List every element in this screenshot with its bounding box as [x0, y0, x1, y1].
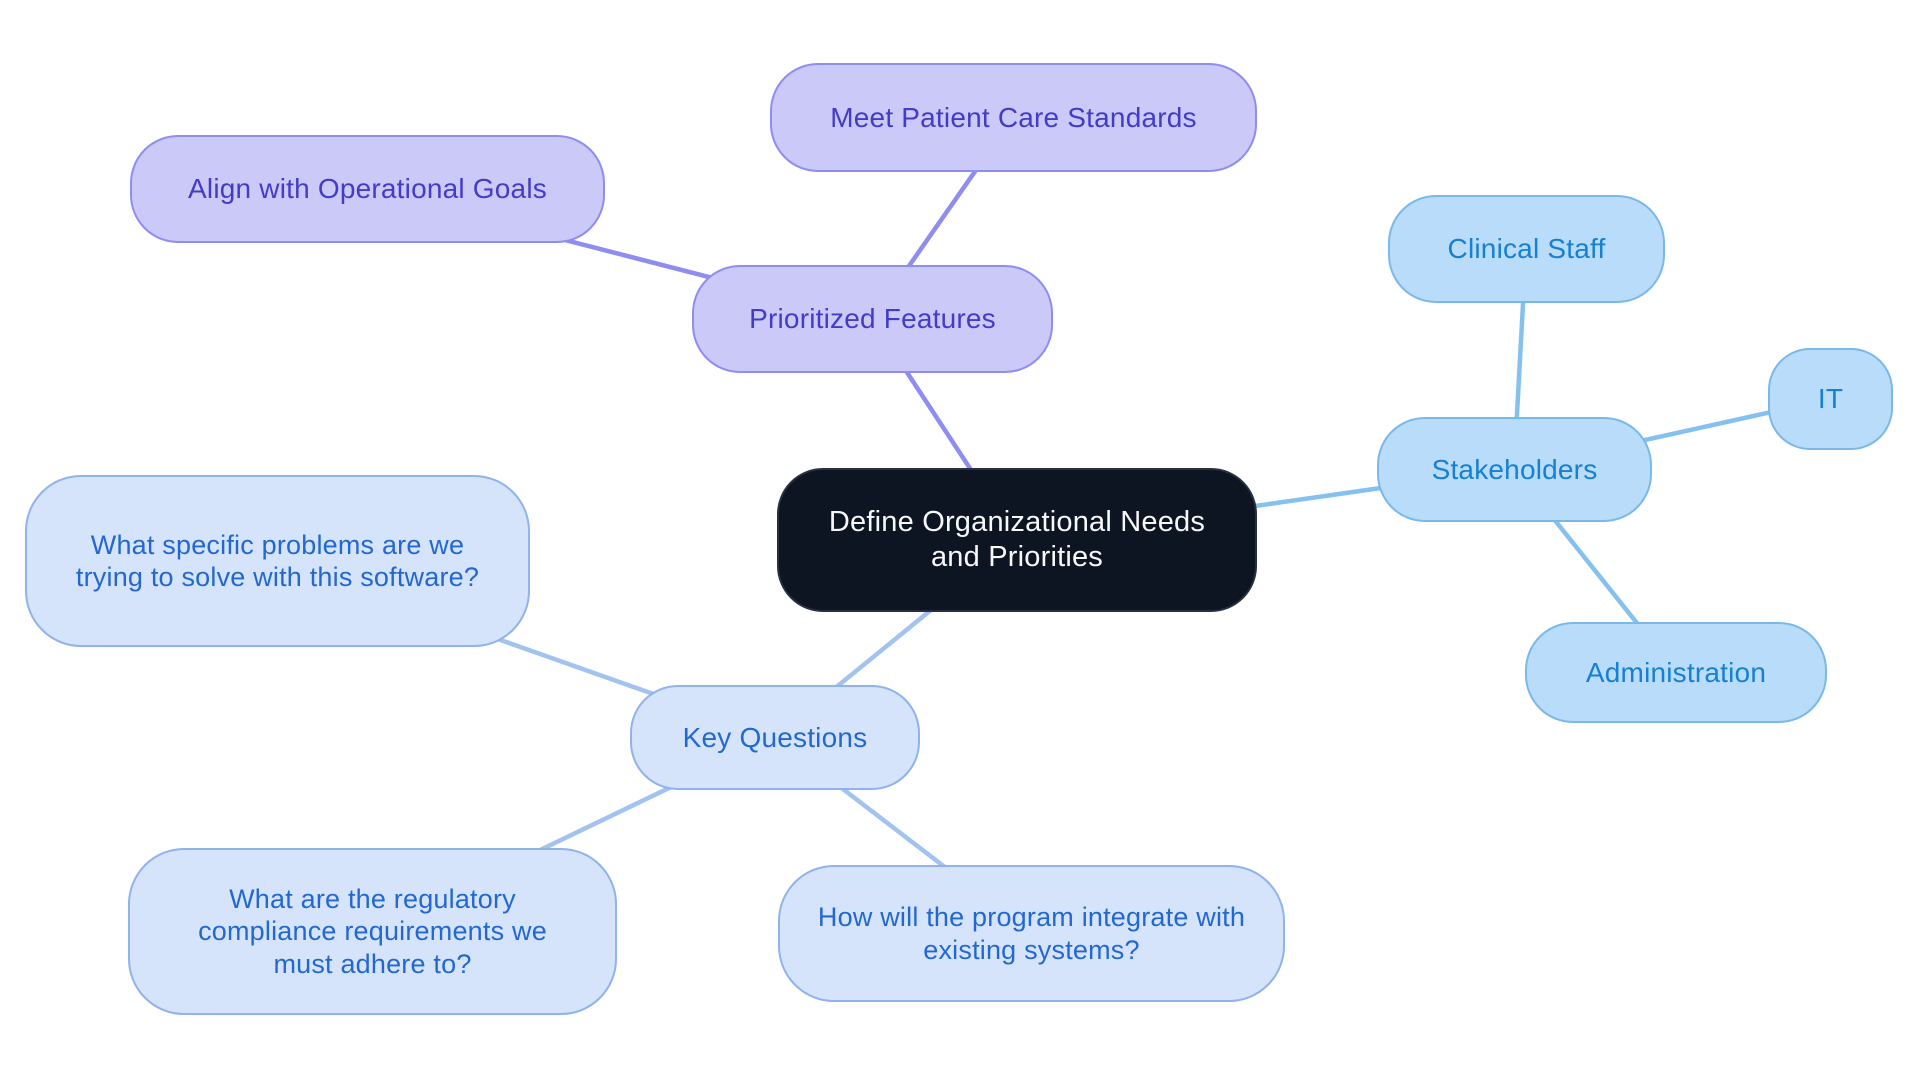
node-label: Prioritized Features	[749, 303, 996, 335]
node-it[interactable]: IT	[1768, 348, 1893, 450]
node-label: Align with Operational Goals	[188, 173, 547, 205]
node-label: Administration	[1585, 656, 1767, 688]
node-administration[interactable]: Administration	[1525, 622, 1827, 723]
node-question-specific-problems[interactable]: What specific problems are we trying to …	[25, 475, 530, 647]
node-label: IT	[1817, 383, 1844, 415]
node-label: How will the program integrate with exis…	[817, 902, 1246, 965]
node-label: Meet Patient Care Standards	[830, 101, 1197, 133]
node-question-system-integration[interactable]: How will the program integrate with exis…	[778, 865, 1285, 1002]
node-label: Define Organizational Needs and Prioriti…	[828, 506, 1206, 573]
node-align-operational-goals[interactable]: Align with Operational Goals	[130, 135, 605, 243]
node-label: What specific problems are we trying to …	[75, 529, 480, 592]
node-key-questions[interactable]: Key Questions	[630, 685, 920, 790]
node-stakeholders[interactable]: Stakeholders	[1377, 417, 1652, 522]
node-central-define-needs[interactable]: Define Organizational Needs and Prioriti…	[777, 468, 1257, 612]
node-label: What are the regulatory compliance requi…	[198, 883, 547, 979]
node-question-regulatory-compliance[interactable]: What are the regulatory compliance requi…	[128, 848, 617, 1015]
node-clinical-staff[interactable]: Clinical Staff	[1388, 195, 1665, 303]
node-label: Clinical Staff	[1447, 233, 1606, 265]
node-meet-patient-care-standards[interactable]: Meet Patient Care Standards	[770, 63, 1257, 172]
node-label: Stakeholders	[1431, 453, 1598, 485]
node-label: Key Questions	[682, 721, 868, 753]
node-prioritized-features[interactable]: Prioritized Features	[692, 265, 1053, 373]
